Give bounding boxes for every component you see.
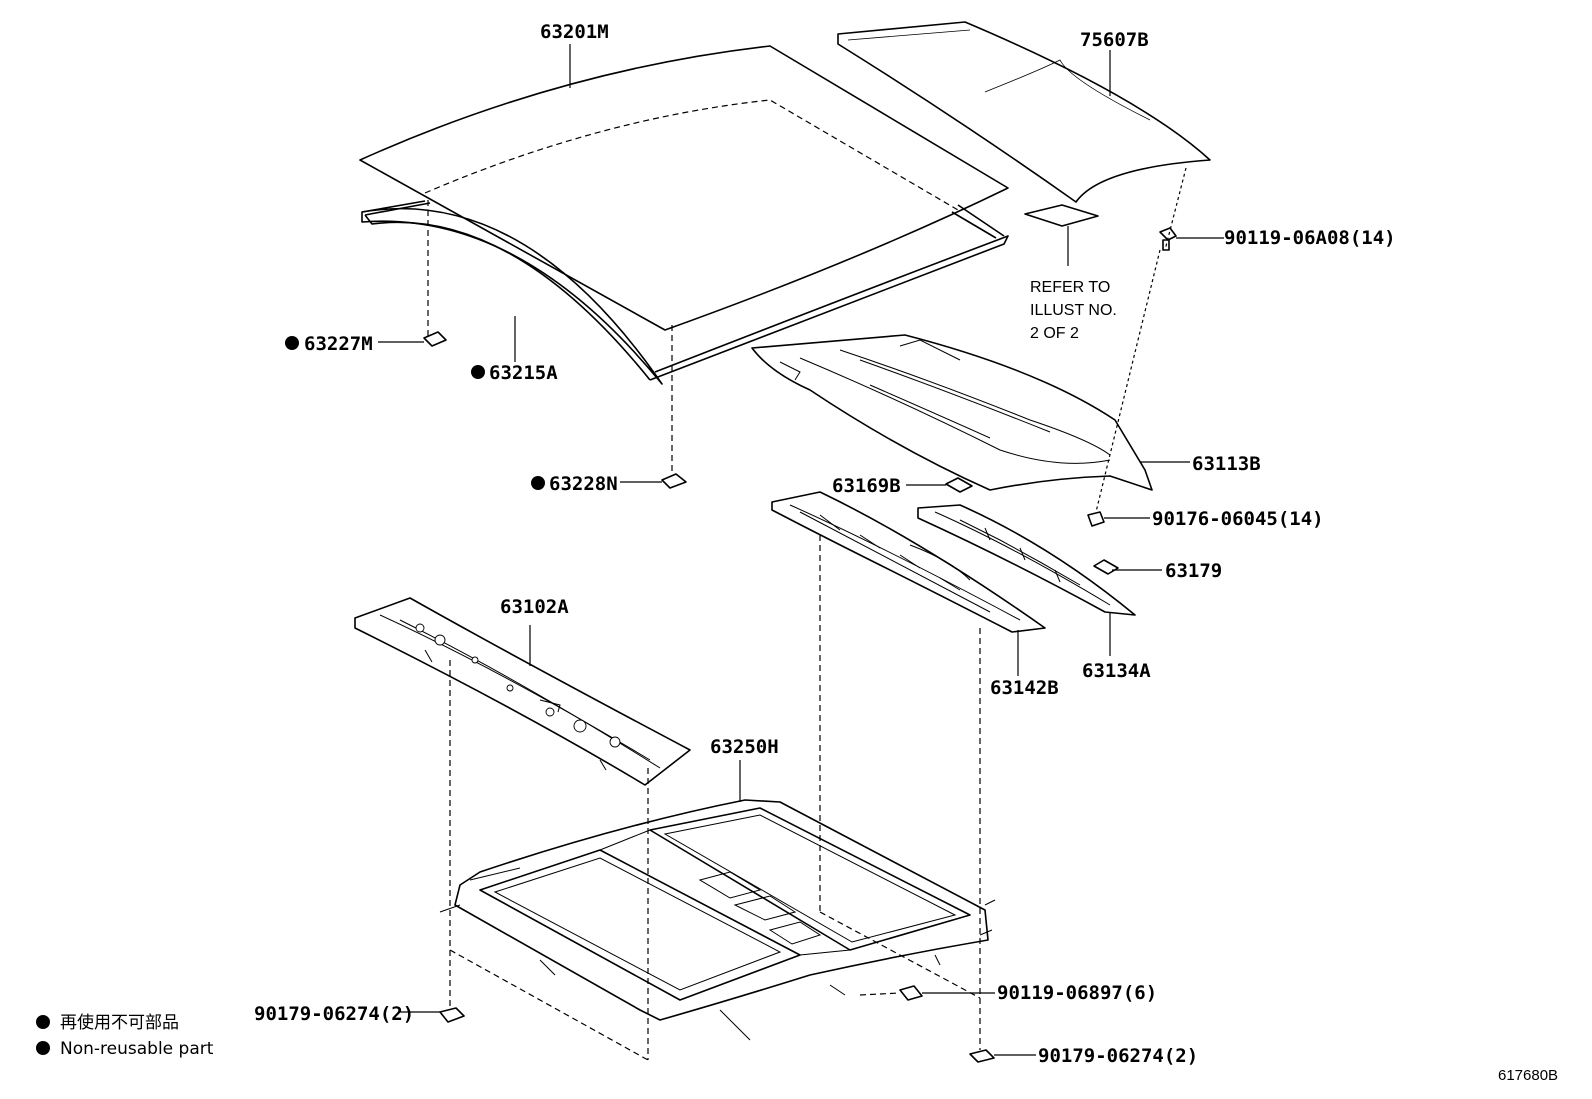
clip-63228N (620, 473, 687, 489)
label-63179: 63179 (1165, 560, 1222, 582)
reinforcement-63142B (771, 491, 1046, 676)
label-90179-06274-left: 90179-06274(2) (254, 1003, 414, 1025)
non-reusable-dot-63215A (471, 365, 485, 379)
clip-63227M (378, 331, 447, 347)
refer-note-line-1: REFER TO (1030, 279, 1110, 296)
refer-note-line-2: ILLUST NO. (1030, 302, 1117, 319)
non-reusable-dot-63228N (531, 476, 545, 490)
roof-reinforcement-63113B (751, 334, 1153, 491)
bolt-90119-06897 (899, 985, 995, 1001)
refer-note: REFER TO ILLUST NO. 2 OF 2 (1030, 279, 1117, 342)
label-63228N: 63228N (549, 473, 618, 495)
nut-90179-06274-right (969, 1049, 1036, 1063)
label-75607B: 75607B (1080, 29, 1149, 51)
label-63215A: 63215A (489, 362, 558, 384)
clip-90176-06045 (1087, 511, 1150, 527)
roof-molding-75607B (837, 21, 1211, 203)
label-90119-06A08: 90119-06A08(14) (1224, 227, 1396, 249)
bracket-63169B (906, 477, 973, 493)
nut-90179-06274-left (398, 1007, 465, 1023)
label-63134A: 63134A (1082, 660, 1151, 682)
legend-japanese: 再使用不可部品 (60, 1012, 179, 1033)
sunroof-housing-63250H (439, 760, 996, 1041)
legend-dot-japanese (36, 1015, 50, 1029)
weatherstrip-63215A (361, 200, 1009, 385)
reference-plate (1024, 204, 1099, 266)
label-90179-06274-right: 90179-06274(2) (1038, 1045, 1198, 1067)
bolt-90119-06A08 (1159, 227, 1224, 251)
roof-panel-63201M (359, 45, 1009, 331)
label-63201M: 63201M (540, 21, 609, 43)
label-63113B: 63113B (1192, 453, 1261, 475)
reinforcement-63102A (354, 597, 691, 786)
refer-note-line-3: 2 OF 2 (1030, 325, 1079, 342)
clip-63179 (1093, 559, 1162, 575)
leader-lines (514, 44, 1190, 463)
label-63250H: 63250H (710, 736, 779, 758)
legend-dot-english (36, 1041, 50, 1055)
label-90176-06045: 90176-06045(14) (1152, 508, 1324, 530)
reinforcement-63134A (917, 504, 1136, 656)
label-63169B: 63169B (832, 475, 901, 497)
alignment-lines (427, 167, 1187, 1061)
non-reusable-dot-63227M (285, 336, 299, 350)
legend-english: Non-reusable part (60, 1039, 214, 1059)
legend: 再使用不可部品 Non-reusable part (36, 1012, 214, 1059)
label-90119-06897: 90119-06897(6) (997, 982, 1157, 1004)
label-63102A: 63102A (500, 596, 569, 618)
label-63142B: 63142B (990, 677, 1059, 699)
label-63227M: 63227M (304, 333, 373, 355)
figure-id: 617680B (1498, 1067, 1558, 1084)
